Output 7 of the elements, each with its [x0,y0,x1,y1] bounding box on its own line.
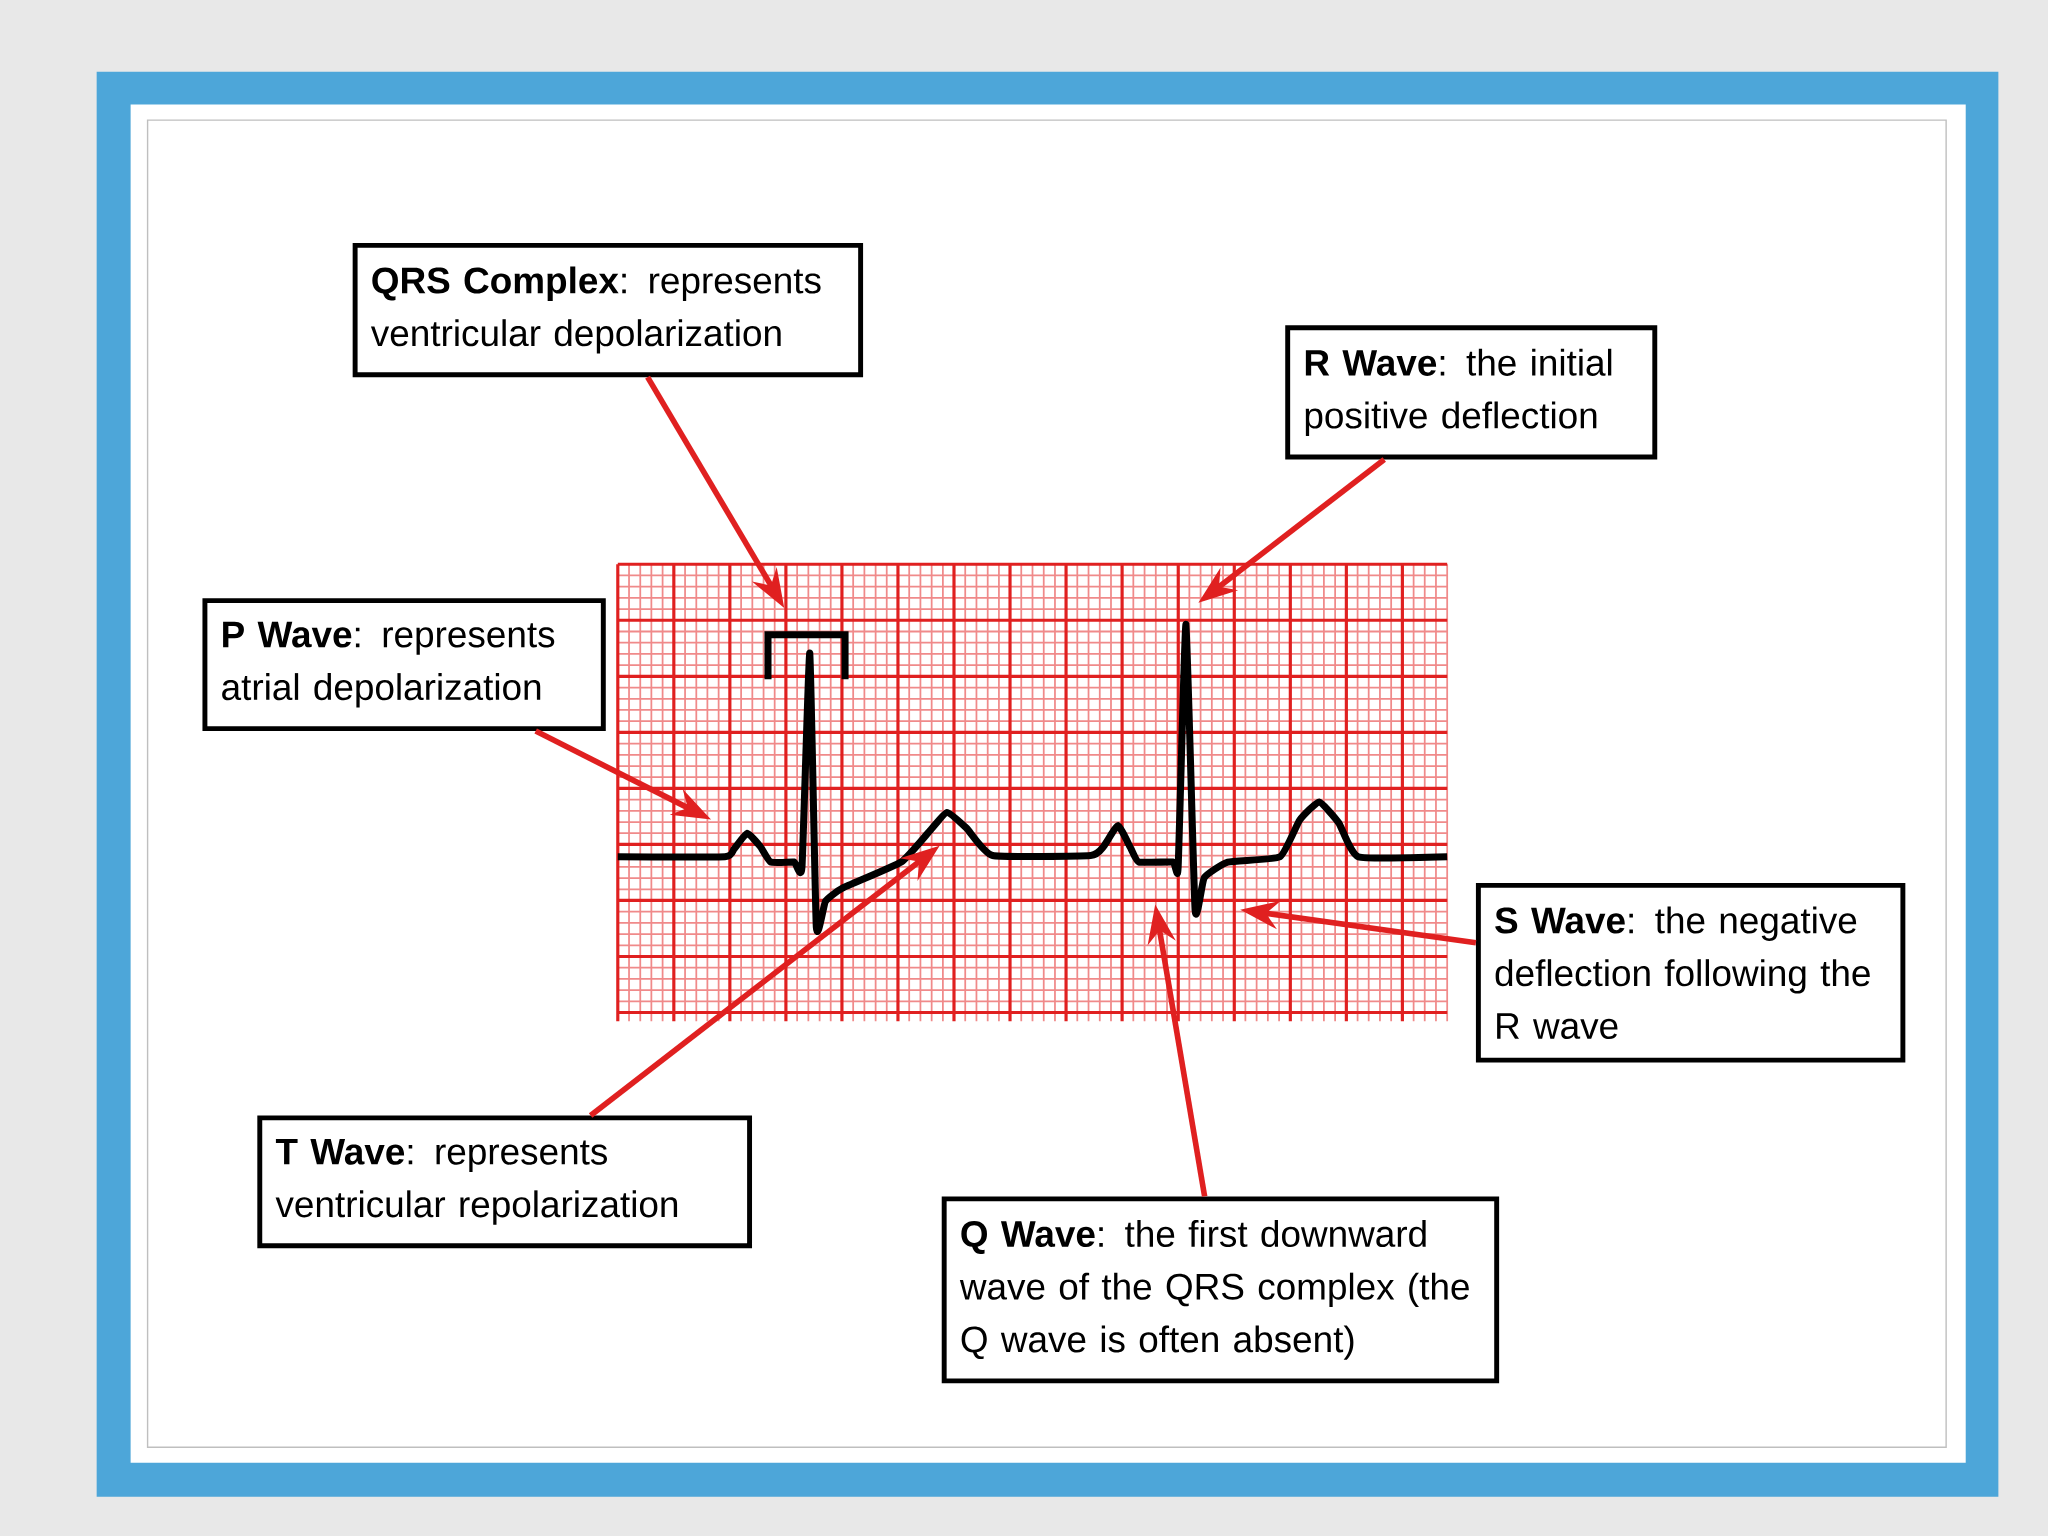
callout-box: R Wave: the initial positive deflection [1285,325,1658,460]
callout-box: T Wave: represents ventricular repolarization [257,1115,753,1249]
callout-box: Q Wave: the first downward wave of the QRS complex (the Q wave is often absent) [941,1196,1500,1384]
callout-box: S Wave: the negative deflection following the R wave [1475,882,1906,1063]
ecg-strip-drawing [616,562,1449,1023]
callout-box: QRS Complex: represents ventricular depolarization [352,242,864,378]
callout-box: P Wave: represents atrial depolarization [202,598,606,732]
